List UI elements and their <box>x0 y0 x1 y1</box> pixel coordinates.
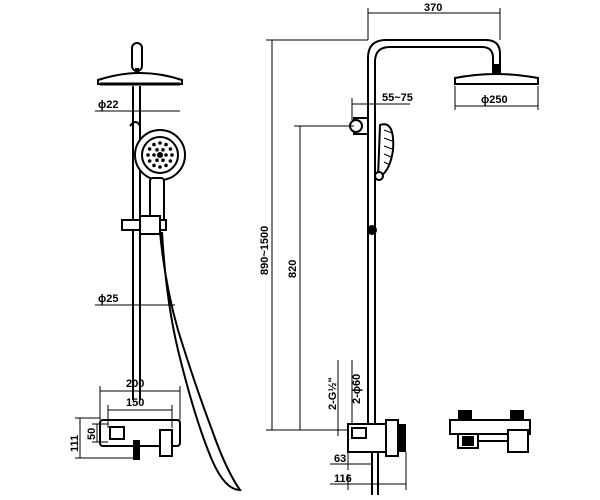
dim-63-label: 63 <box>334 453 346 465</box>
dim-63: 63 <box>330 452 373 470</box>
dim-200: 200 <box>99 378 181 420</box>
dim-370: 370 <box>367 2 501 40</box>
dim-890-1500: 890~1500 <box>259 39 368 431</box>
dim-phi25: ϕ25 <box>95 293 175 306</box>
dim-150: 150 <box>107 397 173 428</box>
nozzle-dot <box>157 152 163 158</box>
overhead-shower-head <box>97 42 183 86</box>
dim-phi22: ϕ22 <box>95 99 180 112</box>
nozzle-dot <box>155 158 159 162</box>
nozzle-dot <box>161 158 165 162</box>
dim-820: 820 <box>287 125 354 430</box>
dim-2-g-half: 2-G½" <box>327 360 339 436</box>
dim-55-75: 55~75 <box>351 92 413 120</box>
dim-50: 50 <box>86 423 108 443</box>
dim-116: 116 <box>330 452 407 490</box>
nozzle-dot <box>155 148 159 152</box>
dim-2-phi60: 2-ϕ60 <box>351 360 363 424</box>
dim-phi250-label: ϕ250 <box>481 94 508 106</box>
nozzle-dot <box>152 163 156 168</box>
nozzle-dot <box>147 159 152 163</box>
dim-2-phi60-label: 2-ϕ60 <box>351 374 363 404</box>
hand-shower-side <box>374 123 395 181</box>
nozzle-dot <box>168 159 173 163</box>
side-view: 370 55~75 ϕ250 890~1500 820 <box>259 2 539 495</box>
nozzle-dot <box>158 141 162 145</box>
nozzle-dot <box>161 148 165 152</box>
dim-370-label: 370 <box>424 2 442 14</box>
nozzle-dot <box>164 142 168 147</box>
dim-890-1500-label: 890~1500 <box>259 226 271 275</box>
dim-50-label: 50 <box>86 428 98 440</box>
hand-shower-nozzles <box>146 141 174 169</box>
nozzle-dot <box>152 142 156 147</box>
nozzle-dot <box>152 153 156 157</box>
shower-hose <box>159 231 242 492</box>
dim-phi250: ϕ250 <box>454 86 539 110</box>
riser-joint <box>367 225 377 235</box>
dim-150-label: 150 <box>126 397 144 409</box>
front-view: ϕ22 ϕ25 200 150 111 <box>69 42 242 492</box>
dim-111-label: 111 <box>69 435 81 452</box>
nozzle-dot <box>164 163 168 168</box>
dim-phi22-label: ϕ22 <box>98 99 118 111</box>
dim-820-label: 820 <box>287 260 299 278</box>
riser-pipe <box>132 86 141 400</box>
nozzle-dot <box>147 147 152 151</box>
dim-200-label: 200 <box>126 378 144 390</box>
nozzle-dot <box>170 153 174 157</box>
shower-arm <box>367 39 501 440</box>
dim-2-g-half-label: 2-G½" <box>327 377 339 410</box>
overhead-shower-side <box>454 64 539 85</box>
dim-111: 111 <box>69 417 135 459</box>
nozzle-dot <box>158 165 162 169</box>
dim-phi25-label: ϕ25 <box>98 293 118 305</box>
nozzle-dot <box>146 153 150 157</box>
dim-55-75-label: 55~75 <box>382 92 413 104</box>
dim-116-label: 116 <box>334 473 352 485</box>
hand-shower <box>129 121 186 223</box>
nozzle-dot <box>164 153 168 157</box>
nozzle-dot <box>168 147 173 151</box>
valve-top-view <box>449 410 531 453</box>
slide-bracket <box>121 215 167 235</box>
mixer-valve-body <box>99 419 181 460</box>
